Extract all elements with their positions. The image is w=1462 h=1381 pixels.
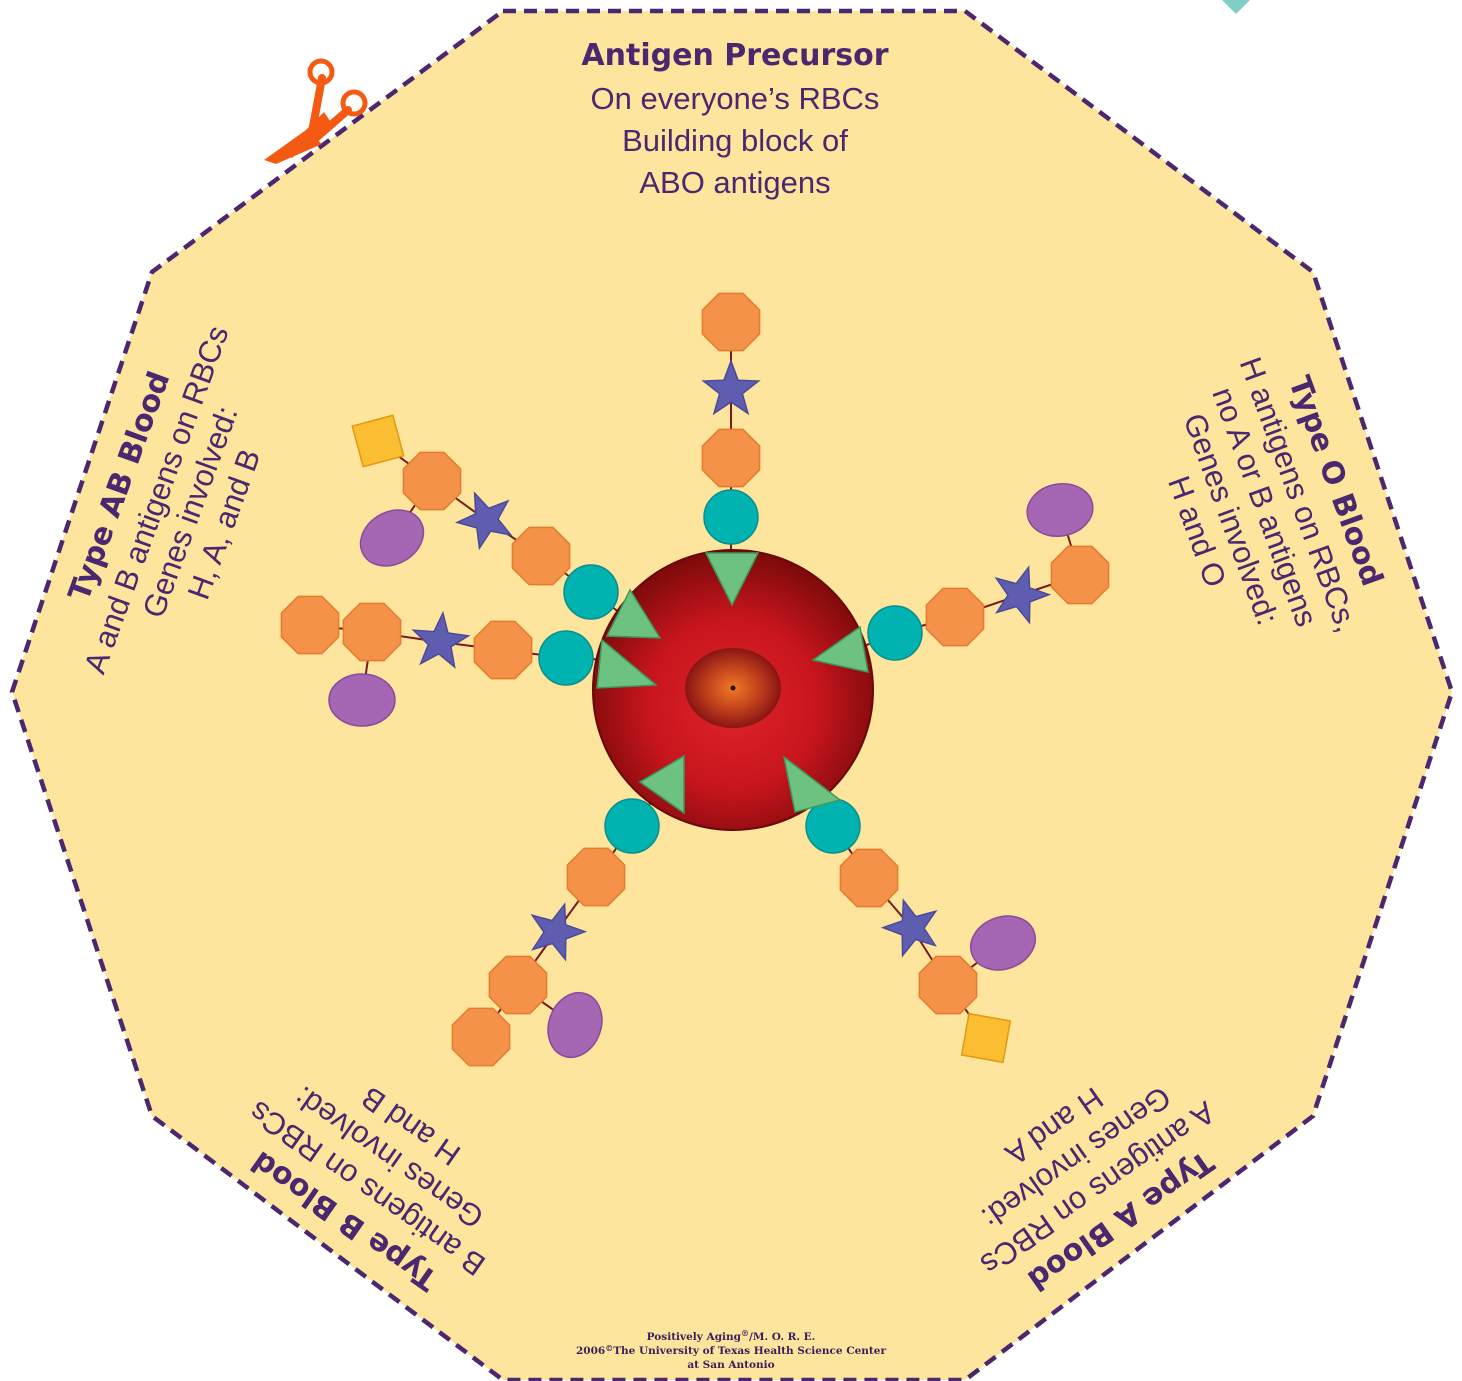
green-triangle bbox=[811, 625, 869, 673]
green-triangle bbox=[704, 552, 760, 607]
precursor-panel-text: Antigen Precursor On everyone’s RBCs Bui… bbox=[581, 38, 888, 200]
precursor-line-3: ABO antigens bbox=[639, 165, 830, 200]
orange-octagon bbox=[925, 587, 985, 647]
orange-octagon bbox=[701, 292, 761, 352]
credit-line-1: Positively Aging®/M. O. R. E. bbox=[647, 1328, 816, 1343]
orange-octagon bbox=[280, 595, 340, 655]
orange-octagon bbox=[511, 526, 571, 586]
red-blood-cell-icon bbox=[592, 549, 874, 831]
orange-octagon bbox=[488, 955, 548, 1015]
orange-octagon bbox=[839, 848, 899, 908]
star-shape bbox=[701, 358, 761, 416]
credit-line-3: at San Antonio bbox=[687, 1359, 774, 1371]
precursor-title: Antigen Precursor bbox=[581, 38, 888, 73]
green-triangle bbox=[605, 588, 662, 639]
green-triangle bbox=[782, 755, 842, 813]
star-shape bbox=[411, 610, 471, 669]
purple-oval bbox=[328, 673, 396, 727]
purple-oval bbox=[1026, 483, 1094, 537]
orange-octagon bbox=[402, 451, 462, 511]
orange-octagon bbox=[1050, 545, 1110, 605]
corner-notch-icon bbox=[1222, 0, 1250, 14]
credit-block: Positively Aging®/M. O. R. E. 2006©The U… bbox=[576, 1328, 886, 1371]
precursor-line-1: On everyone’s RBCs bbox=[591, 81, 880, 116]
orange-octagon bbox=[342, 602, 402, 662]
orange-octagon bbox=[566, 847, 626, 907]
purple-oval bbox=[547, 991, 603, 1059]
teal-circle bbox=[538, 630, 594, 686]
star-shape bbox=[530, 902, 588, 962]
green-triangle bbox=[638, 754, 685, 815]
purple-oval bbox=[359, 509, 425, 567]
orange-octagon bbox=[701, 428, 761, 488]
teal-circle bbox=[867, 605, 923, 661]
antigen-chains bbox=[280, 292, 1110, 1067]
teal-circle bbox=[703, 489, 759, 545]
purple-oval bbox=[969, 915, 1037, 971]
teal-circle bbox=[604, 798, 660, 854]
yellow-square bbox=[351, 414, 405, 468]
orange-octagon bbox=[918, 955, 978, 1015]
scissors-icon[interactable] bbox=[264, 58, 368, 164]
yellow-square bbox=[960, 1012, 1012, 1064]
orange-octagon bbox=[473, 620, 533, 680]
credit-line-2: 2006©The University of Texas Health Scie… bbox=[576, 1343, 886, 1357]
teal-circle bbox=[563, 564, 619, 620]
orange-octagon bbox=[451, 1007, 511, 1067]
star-shape bbox=[454, 491, 513, 551]
star-shape bbox=[880, 898, 938, 958]
receptor-triangles bbox=[596, 552, 869, 815]
green-triangle bbox=[596, 638, 658, 689]
precursor-line-2: Building block of bbox=[622, 123, 848, 158]
star-shape bbox=[994, 565, 1052, 625]
